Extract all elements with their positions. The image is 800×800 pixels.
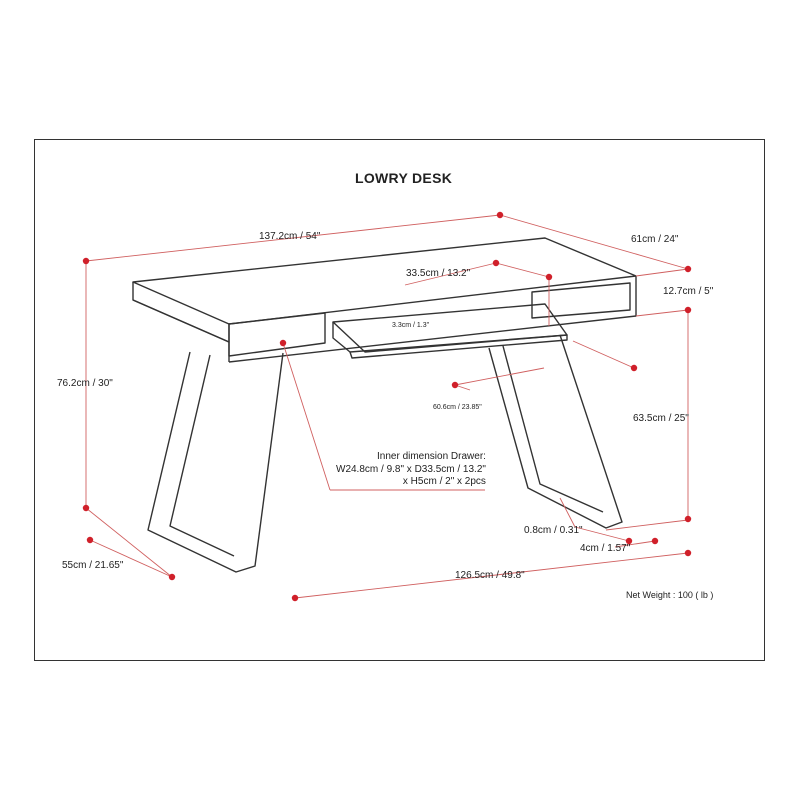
dim-leg-thickness-label: 0.8cm / 0.31"	[524, 525, 583, 536]
drawer-inner-dimension-note: Inner dimension Drawer: W24.8cm / 9.8" x…	[336, 451, 486, 489]
dim-dot	[291, 594, 299, 602]
dim-dot	[492, 259, 500, 267]
dim-height-label: 76.2cm / 30"	[57, 378, 113, 389]
dim-top-thickness-label: 12.7cm / 5"	[663, 286, 714, 297]
drawer-right	[531, 282, 631, 319]
dim-keyboard-tray-label: 60.6cm / 23.85"	[433, 404, 482, 411]
dim-dot	[496, 211, 504, 219]
left-leg	[147, 351, 284, 573]
dim-dot	[545, 273, 553, 281]
dim-dot	[86, 536, 94, 544]
dim-drawer-depth-label: 33.5cm / 13.2"	[406, 268, 471, 279]
drawer-left	[228, 312, 326, 357]
dim-dot	[82, 257, 90, 265]
diagram-title: LOWRY DESK	[355, 170, 453, 186]
dim-dot	[625, 537, 633, 545]
desktop-top-surface	[132, 237, 637, 325]
dim-dot	[451, 381, 459, 389]
drawer-note-line: Inner dimension Drawer:	[377, 451, 486, 462]
dim-drawer-offset-label: 3.3cm / 1.3"	[392, 322, 430, 329]
right-leg	[488, 334, 623, 529]
dim-dot	[168, 573, 176, 581]
dim-dot	[630, 364, 638, 372]
desktop-side-edge	[228, 276, 637, 363]
dim-dot	[651, 537, 659, 545]
diagram-frame	[34, 139, 765, 661]
dim-leg-width-label: 4cm / 1.57"	[580, 543, 631, 554]
dim-dot	[684, 265, 692, 273]
dim-base-depth-label: 55cm / 21.65"	[62, 560, 124, 571]
desktop-front-edge	[132, 282, 230, 343]
dim-width-top-label: 137.2cm / 54"	[259, 231, 321, 242]
drawer-note-line: W24.8cm / 9.8" x D33.5cm / 13.2"	[336, 463, 486, 475]
dim-dot	[82, 504, 90, 512]
drawer-note-line: x H5cm / 2" x 2pcs	[402, 476, 486, 487]
dim-leg-clearance-label: 63.5cm / 25"	[633, 413, 689, 424]
dim-depth-label: 61cm / 24"	[631, 234, 679, 245]
dim-base-width-label: 126.5cm / 49.8"	[455, 570, 525, 581]
dim-dot	[279, 339, 287, 347]
net-weight-label: Net Weight : 100 ( lb )	[626, 590, 714, 600]
dim-dot	[684, 549, 692, 557]
dim-dot	[684, 306, 692, 314]
dim-dot	[684, 515, 692, 523]
